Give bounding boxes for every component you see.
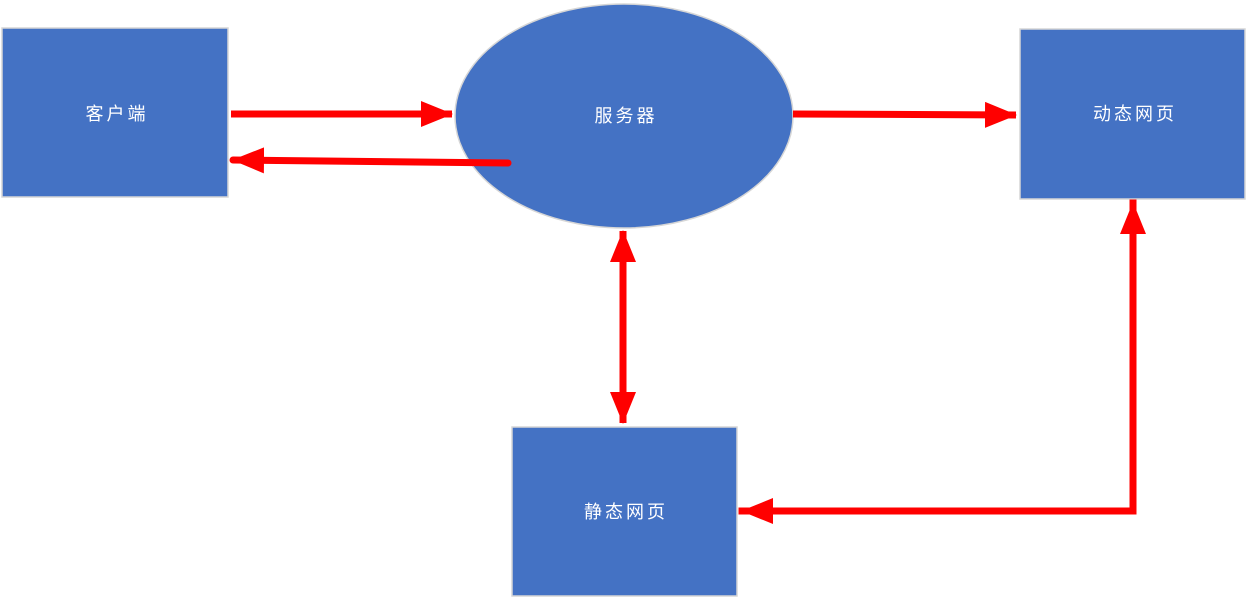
arrow-server-to-dynamic-page: [792, 101, 1017, 128]
node-static-page-rect: [511, 426, 738, 597]
node-client-rect: [1, 27, 229, 198]
arrow-server-to-client: [229, 147, 512, 174]
node-dynamic-page-rect: [1019, 28, 1246, 200]
node-server-label: 服务器: [595, 106, 658, 126]
node-static-page-label: 静态网页: [584, 502, 668, 522]
node-dynamic-page-label: 动态网页: [1093, 104, 1177, 124]
node-client-label: 客户端: [86, 104, 149, 124]
